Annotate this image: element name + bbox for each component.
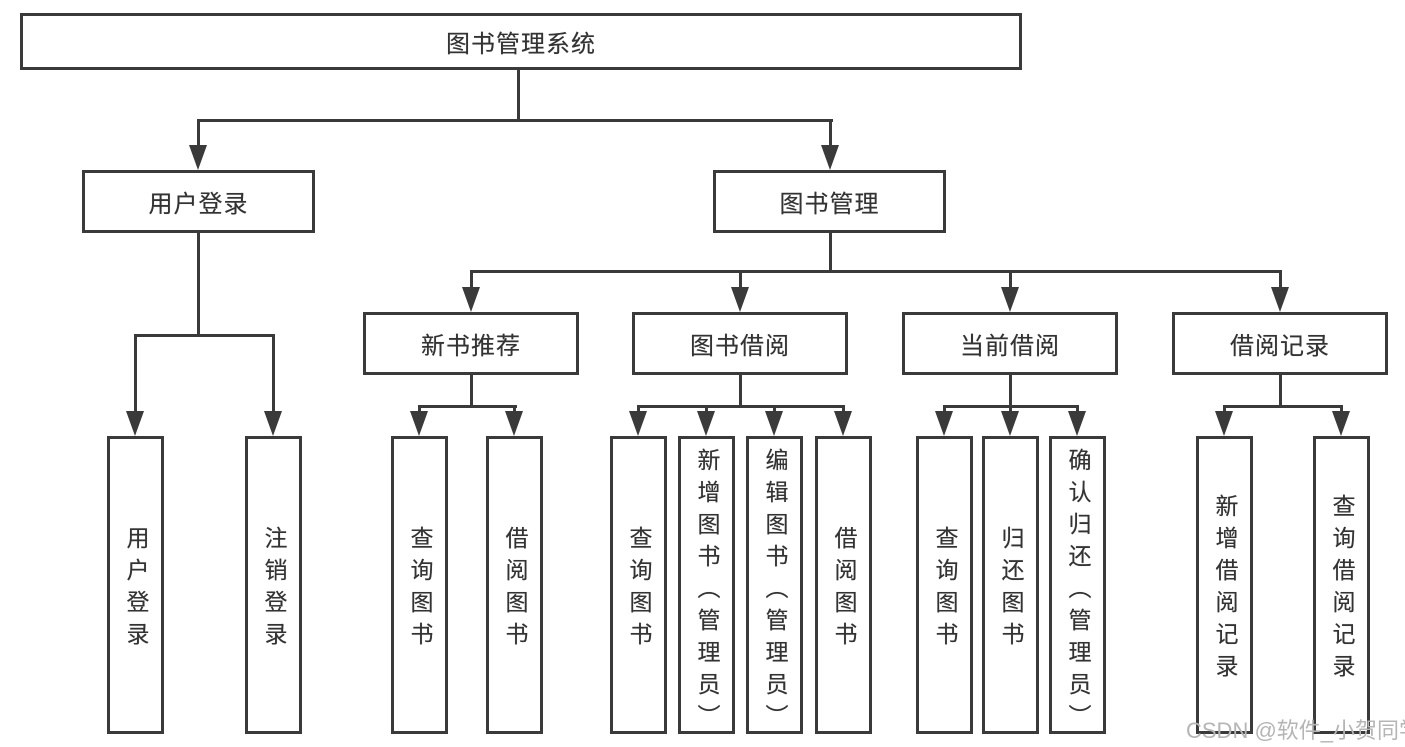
arrow-down-icon	[1215, 411, 1233, 436]
leaf-borrow-book-1: 借阅图书	[486, 436, 543, 734]
connector-line	[829, 233, 832, 273]
connector-line	[1009, 405, 1012, 414]
arrow-down-icon	[410, 411, 428, 436]
node-label: 确认归还（管理员）	[1065, 448, 1091, 736]
arrow-down-icon	[189, 145, 207, 170]
connector-line	[1223, 405, 1226, 414]
node-user-login: 用户登录	[82, 170, 315, 233]
leaf-query-book-1: 查询图书	[391, 436, 448, 734]
connector-line	[739, 270, 742, 292]
node-label: 借阅图书	[502, 525, 528, 654]
node-label: 查询图书	[932, 525, 958, 654]
arrow-down-icon	[935, 411, 953, 436]
arrow-down-icon	[462, 287, 480, 312]
leaf-add-borrow-record: 新增借阅记录	[1196, 436, 1253, 734]
node-label: 查询图书	[407, 525, 433, 654]
connector-line	[1223, 405, 1343, 408]
connector-line	[418, 405, 421, 414]
connector-line	[1340, 405, 1343, 414]
node-label: 查询借阅记录	[1329, 493, 1355, 686]
connector-line	[197, 233, 200, 337]
node-label: 图书管理系统	[446, 31, 596, 58]
connector-line	[470, 375, 473, 408]
node-label: 借阅图书	[831, 525, 857, 654]
arrow-down-icon	[126, 411, 144, 436]
connector-line	[1279, 270, 1282, 292]
arrow-down-icon	[1001, 411, 1019, 436]
connector-line	[829, 119, 832, 149]
leaf-confirm-return-admin: 确认归还（管理员）	[1049, 436, 1106, 736]
arrow-down-icon	[1332, 411, 1350, 436]
connector-line	[1009, 375, 1012, 408]
arrow-down-icon	[821, 145, 839, 170]
connector-line	[517, 70, 520, 122]
connector-line	[773, 405, 776, 414]
node-new-book-recommend: 新书推荐	[363, 312, 579, 375]
leaf-user-login: 用户登录	[107, 436, 164, 734]
node-current-borrow: 当前借阅	[902, 312, 1118, 375]
connector-line	[943, 405, 946, 414]
connector-line	[842, 405, 845, 414]
connector-line	[470, 270, 473, 292]
node-label: 新书推荐	[421, 333, 521, 360]
arrow-down-icon	[697, 411, 715, 436]
arrow-down-icon	[834, 411, 852, 436]
leaf-return-book: 归还图书	[982, 436, 1039, 734]
connector-line	[1279, 375, 1282, 408]
leaf-query-borrow-record: 查询借阅记录	[1313, 436, 1370, 734]
connector-line	[1076, 405, 1079, 414]
connector-line	[705, 405, 708, 414]
node-label: 新增图书（管理员）	[694, 448, 720, 736]
node-label: 用户登录	[148, 191, 249, 218]
arrow-down-icon	[264, 411, 282, 436]
connector-line	[272, 334, 275, 414]
node-book-borrow: 图书借阅	[632, 312, 848, 375]
connector-line	[197, 119, 200, 149]
node-label: 新增借阅记录	[1212, 493, 1238, 686]
node-label: 图书借阅	[690, 333, 790, 360]
leaf-logout: 注销登录	[245, 436, 302, 734]
leaf-query-book-3: 查询图书	[916, 436, 973, 734]
arrow-down-icon	[765, 411, 783, 436]
connector-line	[637, 405, 845, 408]
connector-line	[637, 405, 640, 414]
arrow-down-icon	[1068, 411, 1086, 436]
connector-line	[418, 405, 517, 408]
watermark: CSDN @软件_小贺同学	[1186, 718, 1405, 743]
leaf-borrow-book-2: 借阅图书	[815, 436, 872, 734]
node-root: 图书管理系统	[20, 13, 1022, 70]
arrow-down-icon	[1271, 287, 1289, 312]
node-label: 当前借阅	[960, 333, 1060, 360]
arrow-down-icon	[629, 411, 647, 436]
connector-line	[134, 334, 137, 414]
leaf-edit-book-admin: 编辑图书（管理员）	[746, 436, 803, 736]
connector-line	[739, 375, 742, 408]
connector-line	[513, 405, 516, 414]
connector-line	[1009, 270, 1012, 292]
arrow-down-icon	[505, 411, 523, 436]
node-label: 图书管理	[779, 191, 880, 218]
connector-line	[470, 270, 1282, 273]
node-book-management: 图书管理	[713, 170, 946, 233]
arrow-down-icon	[731, 287, 749, 312]
node-borrow-record: 借阅记录	[1172, 312, 1388, 375]
connector-line	[197, 119, 833, 122]
node-label: 用户登录	[123, 525, 149, 654]
connector-line	[134, 334, 275, 337]
node-label: 注销登录	[261, 525, 287, 654]
node-label: 归还图书	[998, 525, 1024, 654]
arrow-down-icon	[1001, 287, 1019, 312]
node-label: 查询图书	[626, 525, 652, 654]
node-label: 借阅记录	[1230, 333, 1330, 360]
leaf-add-book-admin: 新增图书（管理员）	[678, 436, 735, 736]
node-label: 编辑图书（管理员）	[762, 448, 788, 736]
leaf-query-book-2: 查询图书	[610, 436, 667, 734]
